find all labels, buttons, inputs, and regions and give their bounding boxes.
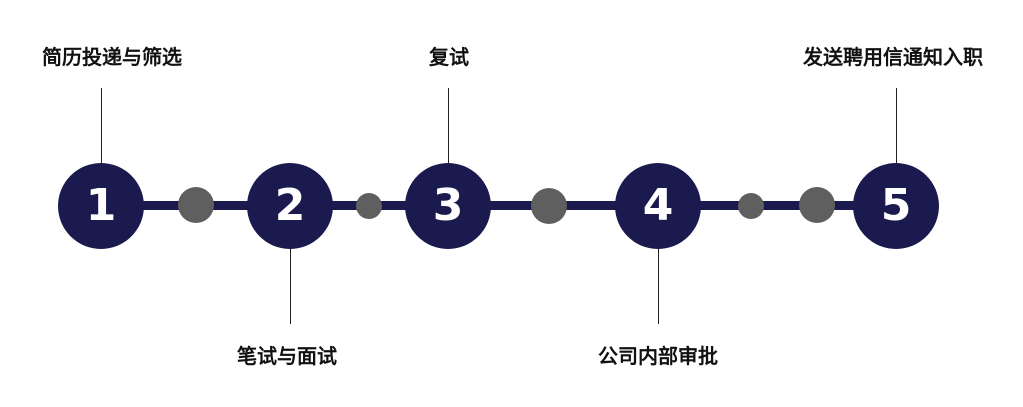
timeline-bar [100, 201, 898, 210]
step-number-4: 4 [642, 180, 674, 231]
step-circle-2: 2 [247, 163, 333, 249]
step-number-1: 1 [85, 180, 117, 231]
step-label-3: 复试 [429, 45, 469, 69]
connector-line-1 [101, 88, 102, 168]
step-number-2: 2 [274, 180, 306, 231]
intermediate-dot-3 [531, 188, 567, 224]
step-number-3: 3 [432, 180, 464, 231]
step-label-2: 笔试与面试 [237, 344, 337, 368]
step-label-1: 简历投递与筛选 [42, 45, 182, 69]
intermediate-dot-5 [799, 187, 835, 223]
step-circle-1: 1 [58, 163, 144, 249]
connector-line-4 [658, 248, 659, 324]
connector-line-5 [896, 88, 897, 168]
step-circle-5: 5 [853, 163, 939, 249]
connector-line-2 [290, 248, 291, 324]
step-number-5: 5 [880, 180, 912, 231]
connector-line-3 [448, 88, 449, 168]
step-circle-3: 3 [405, 163, 491, 249]
step-label-5: 发送聘用信通知入职 [803, 45, 983, 69]
step-circle-4: 4 [615, 163, 701, 249]
step-label-4: 公司内部审批 [598, 344, 718, 368]
intermediate-dot-2 [356, 193, 382, 219]
intermediate-dot-4 [738, 193, 764, 219]
intermediate-dot-1 [178, 187, 214, 223]
